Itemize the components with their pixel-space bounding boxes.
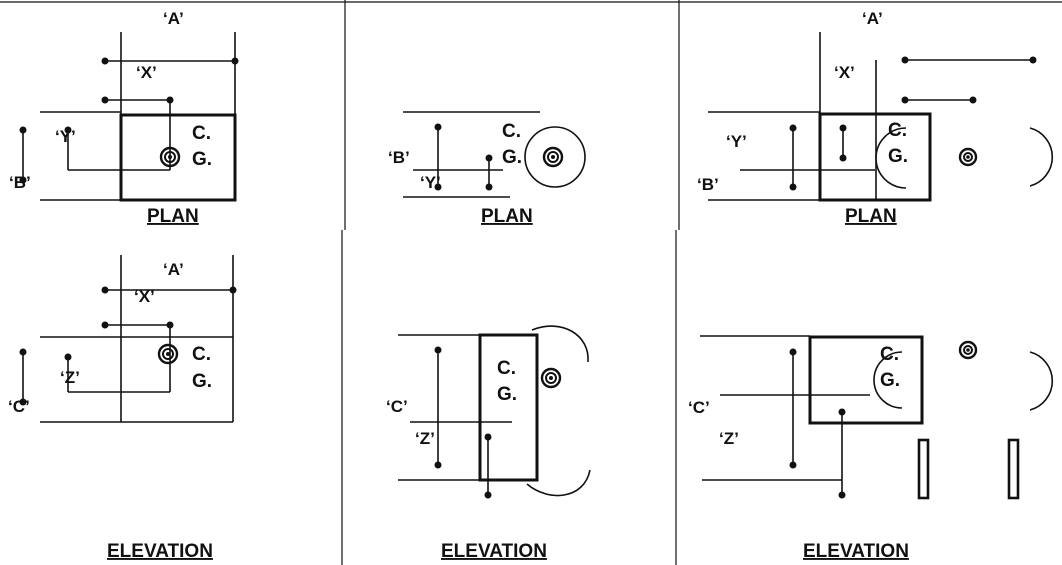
caption-plan: PLAN bbox=[147, 206, 199, 227]
caption-elevation: ELEVATION bbox=[441, 541, 547, 562]
label-cg-top: C. bbox=[502, 121, 521, 142]
cg-target-icon bbox=[958, 147, 978, 167]
panel-4-elevation: ‘A’ ‘X’ ‘Z’ ‘C’ C. G. ELEVATION bbox=[8, 255, 237, 562]
label-c: ‘C’ bbox=[688, 398, 710, 417]
label-y: ‘Y’ bbox=[55, 127, 76, 146]
label-z: ‘Z’ bbox=[415, 429, 435, 448]
label-c: ‘C’ bbox=[8, 397, 30, 416]
label-x: ‘X’ bbox=[834, 63, 855, 82]
panel-3-plan: ‘A’ ‘X’ ‘Y’ ‘B’ C. G. PLAN bbox=[697, 9, 1054, 227]
panel-5-elevation: ‘C’ ‘Z’ C. G. ELEVATION bbox=[386, 325, 591, 562]
label-z: ‘Z’ bbox=[60, 368, 80, 387]
label-cg-bottom: G. bbox=[497, 384, 517, 405]
caption-elevation: ELEVATION bbox=[803, 541, 909, 562]
label-y: ‘Y’ bbox=[726, 132, 747, 151]
label-a: ‘A’ bbox=[163, 9, 184, 28]
cg-target-icon bbox=[542, 146, 564, 168]
label-b: ‘B’ bbox=[697, 175, 719, 194]
caption-plan: PLAN bbox=[481, 206, 533, 227]
label-a: ‘A’ bbox=[862, 9, 883, 28]
label-b: ‘B’ bbox=[9, 173, 31, 192]
label-cg-bottom: G. bbox=[192, 371, 212, 392]
panel-1-plan: ‘A’ ‘X’ ‘Y’ ‘B’ C. G. PLAN bbox=[9, 9, 239, 227]
label-z: ‘Z’ bbox=[719, 429, 739, 448]
label-cg-top: C. bbox=[497, 358, 516, 379]
label-cg-top: C. bbox=[192, 123, 211, 144]
label-cg-top: C. bbox=[192, 344, 211, 365]
cg-target-icon bbox=[157, 343, 179, 365]
label-y: ‘Y’ bbox=[420, 173, 441, 192]
cg-target-icon bbox=[159, 146, 181, 168]
label-x: ‘X’ bbox=[134, 287, 155, 306]
label-c: ‘C’ bbox=[386, 397, 408, 416]
label-cg-bottom: G. bbox=[888, 146, 908, 167]
caption-elevation: ELEVATION bbox=[107, 541, 213, 562]
label-cg-bottom: G. bbox=[880, 370, 900, 391]
label-cg-top: C. bbox=[880, 344, 899, 365]
label-a: ‘A’ bbox=[163, 260, 184, 279]
panel-6-elevation: ‘C’ ‘Z’ C. G. ELEVATION bbox=[688, 335, 1054, 562]
label-cg-top: C. bbox=[888, 120, 907, 141]
label-b: ‘B’ bbox=[388, 148, 410, 167]
cg-target-icon bbox=[958, 340, 978, 360]
caption-plan: PLAN bbox=[845, 206, 897, 227]
panel-2-plan: ‘B’ ‘Y’ C. G. PLAN bbox=[388, 111, 586, 227]
label-x: ‘X’ bbox=[136, 63, 157, 82]
cg-target-icon bbox=[540, 367, 562, 389]
label-cg-bottom: G. bbox=[192, 149, 212, 170]
label-cg-bottom: G. bbox=[502, 147, 522, 168]
